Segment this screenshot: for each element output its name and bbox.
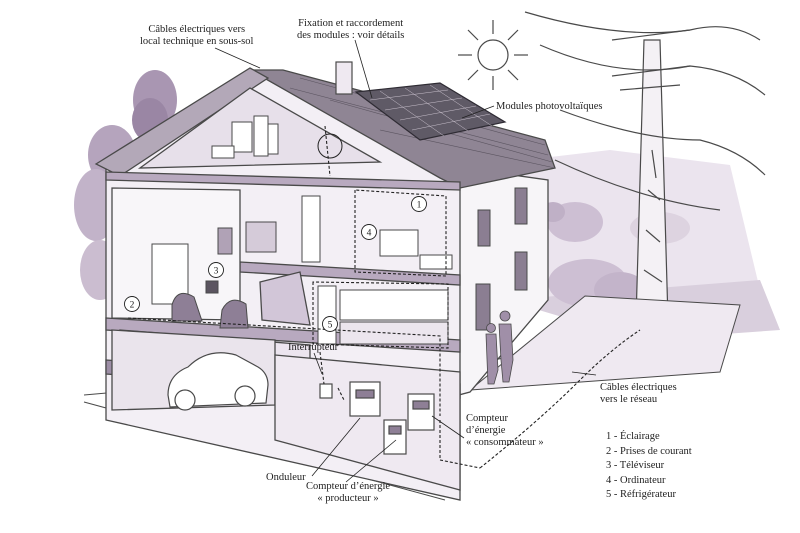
- wiring-dashed: [127, 125, 641, 469]
- legend-item-prises: 2 - Prises de courant: [606, 445, 692, 457]
- label-cables-local-line1: Câbles électriques vers: [148, 24, 246, 35]
- leader-lines: [214, 39, 597, 483]
- label-compteur-consommateur-line1: Compteur: [466, 413, 508, 424]
- marker-2-label: 2: [130, 301, 135, 311]
- marker-2: [124, 296, 140, 312]
- label-compteur-consommateur-line3: « consommateur »: [466, 437, 544, 448]
- label-compteur-consommateur: Compteur d’énergie « consommateur »: [466, 413, 544, 449]
- car: [167, 352, 269, 411]
- utility-pole: [524, 11, 766, 321]
- marker-5: [322, 316, 338, 332]
- legend-item-televiseur: 3 - Téléviseur: [606, 460, 665, 471]
- label-compteur-producteur: Compteur d’énergie « producteur »: [306, 481, 390, 505]
- label-fixation-line1: Fixation et raccordement: [298, 18, 404, 29]
- basement-equipment: [319, 381, 435, 455]
- label-fixation-line2: des modules : voir détails: [297, 30, 405, 41]
- living-room: [151, 221, 277, 329]
- attic-equipment: [211, 115, 279, 159]
- legend-item-refrigerateur: 5 - Réfrigérateur: [606, 489, 676, 500]
- detail-magnifier-icon: [317, 133, 343, 159]
- label-compteur-producteur-line2: « producteur »: [317, 493, 379, 504]
- sun-icon: [458, 20, 528, 90]
- label-compteur-producteur-line1: Compteur d’énergie: [306, 481, 391, 492]
- marker-5-label: 5: [328, 321, 333, 331]
- label-onduleur: Onduleur: [266, 472, 306, 483]
- label-cables-reseau: Câbles électriques vers le réseau: [600, 382, 677, 406]
- label-cables-reseau-line1: Câbles électriques: [600, 382, 677, 393]
- chimney: [335, 61, 353, 95]
- label-interrupteur: Interrupteur: [288, 342, 339, 353]
- label-cables-reseau-line2: vers le réseau: [600, 394, 658, 405]
- facade-windows: [475, 187, 528, 331]
- marker-1-label: 1: [417, 201, 422, 211]
- numbered-markers: [124, 196, 427, 332]
- legend-item-eclairage: 1 - Éclairage: [606, 431, 660, 442]
- marker-3-label: 3: [214, 267, 219, 277]
- legend-item-ordinateur: 4 - Ordinateur: [606, 474, 666, 486]
- marker-1: [411, 196, 427, 212]
- label-cables-local: Câbles électriques vers local technique …: [140, 24, 253, 48]
- label-compteur-consommateur-line2: d’énergie: [466, 425, 506, 436]
- marker-4: [361, 224, 377, 240]
- label-modules: Modules photovoltaïques: [496, 101, 603, 112]
- label-cables-local-line2: local technique en sous-sol: [140, 36, 254, 47]
- people: [485, 310, 514, 385]
- legend: 1 - Éclairage 2 - Prises de courant 3 - …: [606, 430, 692, 503]
- marker-3: [208, 262, 224, 278]
- label-fixation: Fixation et raccordement des modules : v…: [297, 18, 404, 42]
- marker-4-label: 4: [367, 229, 372, 239]
- solar-panels: [354, 82, 507, 141]
